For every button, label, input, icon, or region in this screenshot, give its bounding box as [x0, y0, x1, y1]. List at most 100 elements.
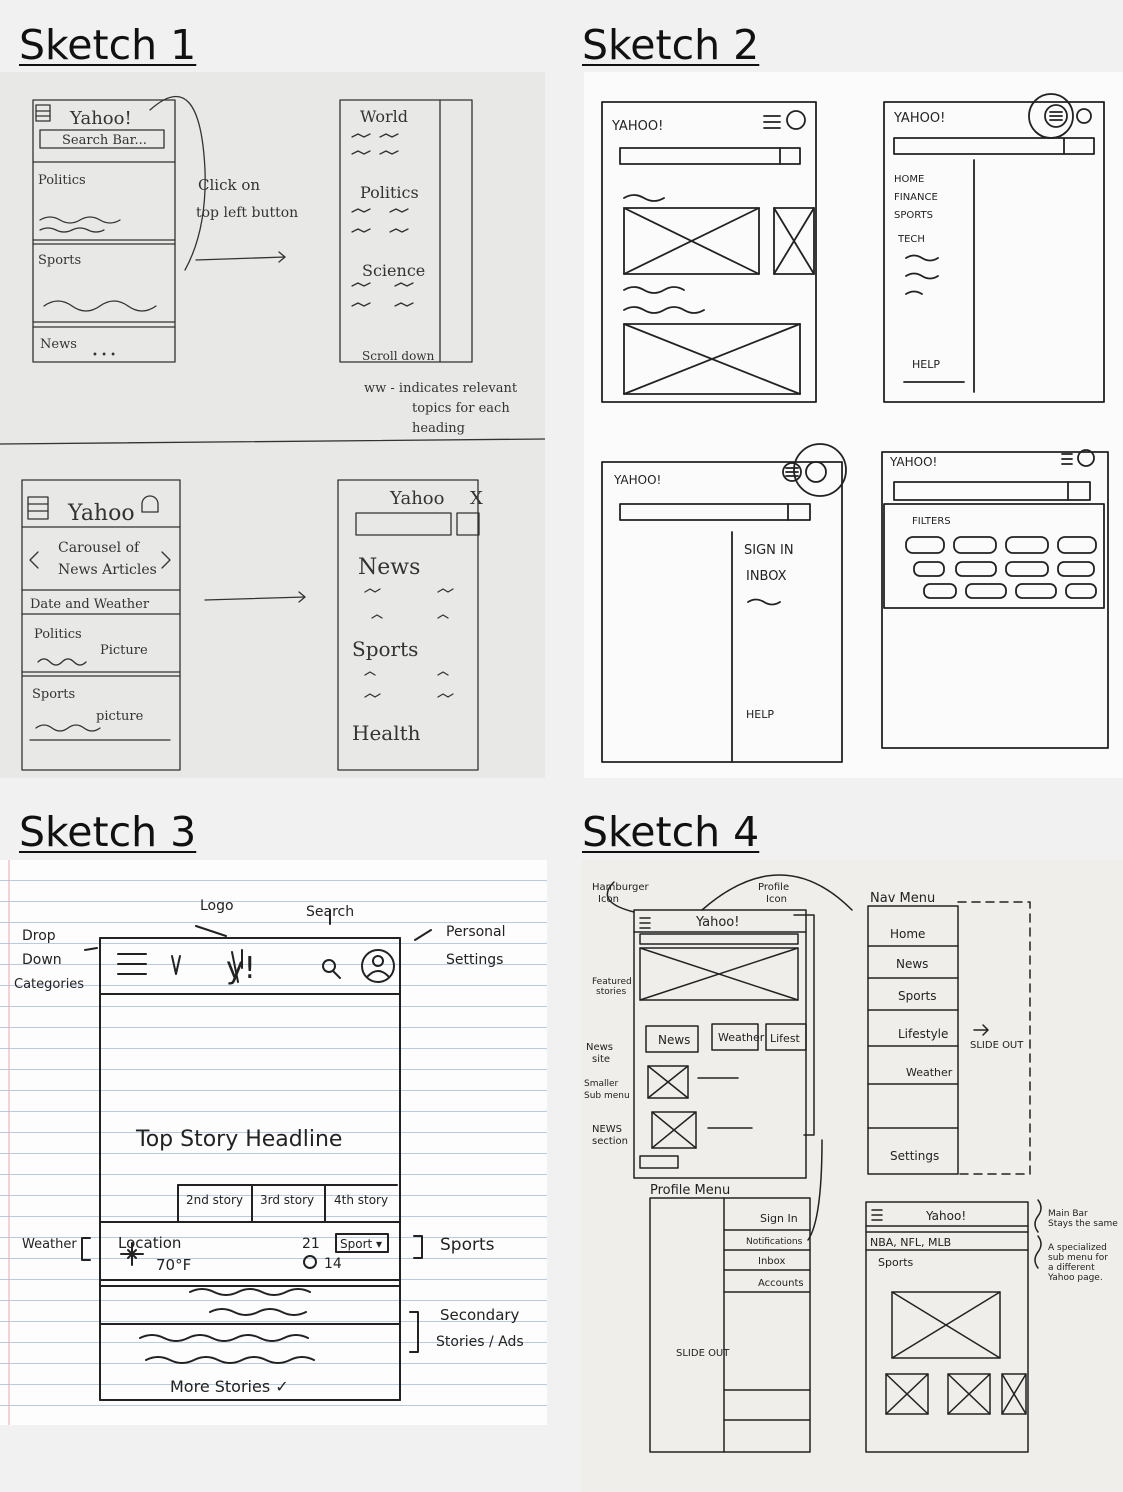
s4-lbl-featured2: stories — [596, 987, 626, 997]
s2-inbox: INBOX — [746, 569, 787, 584]
s4-lbl-hamburger2: Icon — [598, 894, 619, 905]
s2-nav-sports: SPORTS — [894, 210, 933, 221]
s4-slide-out2: SLIDE OUT — [676, 1348, 730, 1359]
s4-note-sub4: Yahoo page. — [1047, 1273, 1103, 1283]
s4-nav-weather: Weather — [906, 1066, 953, 1079]
s3-lbl-logo: Logo — [200, 898, 234, 914]
s1b-logo: Yahoo — [67, 501, 135, 526]
s1-menu-world: World — [360, 107, 408, 126]
s4-nav-lifestyle: Lifestyle — [898, 1027, 948, 1041]
s4-note-main1: Main Bar — [1048, 1209, 1088, 1219]
s4-note-sub2: sub menu for — [1048, 1253, 1108, 1263]
s1b-picture1: Picture — [100, 643, 148, 658]
s4-lbl-submenu1: Smaller — [584, 1079, 619, 1089]
s4-lbl-hamburger1: Hamburger — [592, 882, 650, 893]
s2-nav-home: HOME — [894, 174, 924, 185]
s3-tab3: 3rd story — [260, 1193, 314, 1207]
s1-menu-scroll: Scroll down — [362, 349, 435, 363]
s4-sp-leagues: NBA, NFL, MLB — [870, 1236, 951, 1249]
s2-logo-3: YAHOO! — [613, 473, 661, 487]
s4-lbl-featured1: Featured — [592, 977, 632, 987]
s3-lbl-sports: Sports — [440, 1235, 495, 1255]
s1b-sports: Sports — [32, 687, 75, 702]
s1b-picture2: picture — [96, 709, 144, 724]
s3-logo: y! — [226, 951, 256, 986]
s1-menu-science: Science — [362, 261, 425, 280]
s4-sp-logo: Yahoo! — [925, 1209, 966, 1223]
s4-note-sub1: A specialized — [1048, 1243, 1107, 1253]
sketch-2-title: Sketch 2 — [582, 21, 760, 69]
sketch-4-image: Hamburger Icon Profile Icon Yahoo! Featu… — [582, 860, 1123, 1492]
sketch-4-title: Sketch 4 — [582, 808, 760, 856]
s4-nav-settings: Settings — [890, 1149, 939, 1163]
s4-slide-out: SLIDE OUT — [970, 1040, 1024, 1051]
s3-lbl-drop2: Down — [22, 952, 62, 968]
sketch-3-image: Logo Search Drop Down Categories Persona… — [0, 860, 547, 1425]
s1a-sports: Sports — [38, 253, 81, 268]
s1-note-w1: ww - indicates relevant — [364, 381, 518, 396]
s2-sign-in: SIGN IN — [744, 543, 794, 558]
s4-sp-sports: Sports — [878, 1256, 914, 1269]
s2-logo-4: YAHOO! — [889, 455, 937, 469]
sketch-3-title: Sketch 3 — [19, 808, 197, 856]
s1c-logo: Yahoo — [389, 488, 444, 509]
s2-nav-finance: FINANCE — [894, 192, 938, 203]
s4-note-main2: Stays the same — [1048, 1219, 1118, 1229]
s4-tab-news: News — [658, 1033, 690, 1047]
s4-lbl-newssec1: NEWS — [592, 1124, 622, 1135]
s1b-politics: Politics — [34, 627, 82, 642]
s4-nav-title: Nav Menu — [870, 891, 935, 906]
s4-pm-signin: Sign In — [760, 1212, 798, 1225]
s3-temp: 70°F — [156, 1256, 191, 1274]
s2-filters: FILTERS — [912, 516, 951, 527]
s3-sport-select: Sport ▾ — [340, 1237, 382, 1251]
s2-nav-help: HELP — [912, 358, 940, 371]
s4-nav-home: Home — [890, 927, 925, 941]
s3-lbl-search: Search — [306, 904, 354, 920]
s1c-close: X — [470, 488, 483, 509]
s1c-news: News — [358, 555, 420, 580]
s1c-health: Health — [352, 721, 421, 745]
s4-pm-inbox: Inbox — [758, 1256, 785, 1267]
s4-lbl-newssite1: News — [586, 1042, 613, 1053]
s1-note-w2: topics for each — [412, 401, 510, 416]
s3-lbl-drop1: Drop — [22, 928, 56, 944]
s1-note-top: top left button — [196, 205, 298, 221]
s3-location: Location — [118, 1234, 181, 1252]
sketch-1-image: Yahoo! Search Bar... Politics Sports New… — [0, 72, 545, 778]
s4-lbl-newssite2: site — [592, 1054, 610, 1065]
s3-lbl-personal1: Personal — [446, 924, 506, 940]
s4-lbl-newssec2: section — [592, 1136, 628, 1147]
s4-lbl-submenu2: Sub menu — [584, 1091, 630, 1101]
s4-tab-weather: Weather — [718, 1031, 765, 1044]
s4-nav-sports: Sports — [898, 989, 936, 1003]
s1c-sports: Sports — [352, 637, 418, 661]
s4-pm-notif: Notifications — [746, 1237, 803, 1247]
s1-menu-politics: Politics — [360, 183, 419, 202]
s4-logo: Yahoo! — [695, 915, 739, 930]
s1b-carousel2: News Articles — [58, 562, 157, 578]
s1-note-w3: heading — [412, 421, 465, 436]
s1b-carousel1: Carousel of — [58, 540, 141, 556]
s1a-news: News — [40, 337, 77, 352]
s4-profile-title: Profile Menu — [650, 1183, 730, 1198]
s2-nav-tech: TECH — [897, 234, 925, 245]
s1a-logo: Yahoo! — [69, 108, 132, 129]
s3-lbl-secondary2: Stories / Ads — [436, 1334, 524, 1350]
sketch-2-image: YAHOO! YAHOO! HOME FINANCE SPORTS TECH H… — [584, 72, 1123, 778]
s4-lbl-profile1: Profile — [758, 882, 789, 893]
s2-logo-2: YAHOO! — [893, 111, 945, 126]
s3-more: More Stories ✓ — [170, 1377, 289, 1396]
s4-lbl-profile2: Icon — [766, 894, 787, 905]
s1-note-click: Click on — [198, 176, 260, 194]
s3-headline: Top Story Headline — [135, 1127, 342, 1152]
s1a-dots: • • • — [92, 350, 116, 361]
s1a-politics: Politics — [38, 173, 86, 188]
s4-pm-accounts: Accounts — [758, 1278, 804, 1289]
s3-lbl-personal2: Settings — [446, 952, 503, 968]
s4-nav-news: News — [896, 957, 928, 971]
s3-tab2: 2nd story — [186, 1193, 243, 1207]
sketch-1-title: Sketch 1 — [19, 21, 197, 69]
s3-tab4: 4th story — [334, 1193, 388, 1207]
s3-lbl-secondary1: Secondary — [440, 1306, 520, 1324]
